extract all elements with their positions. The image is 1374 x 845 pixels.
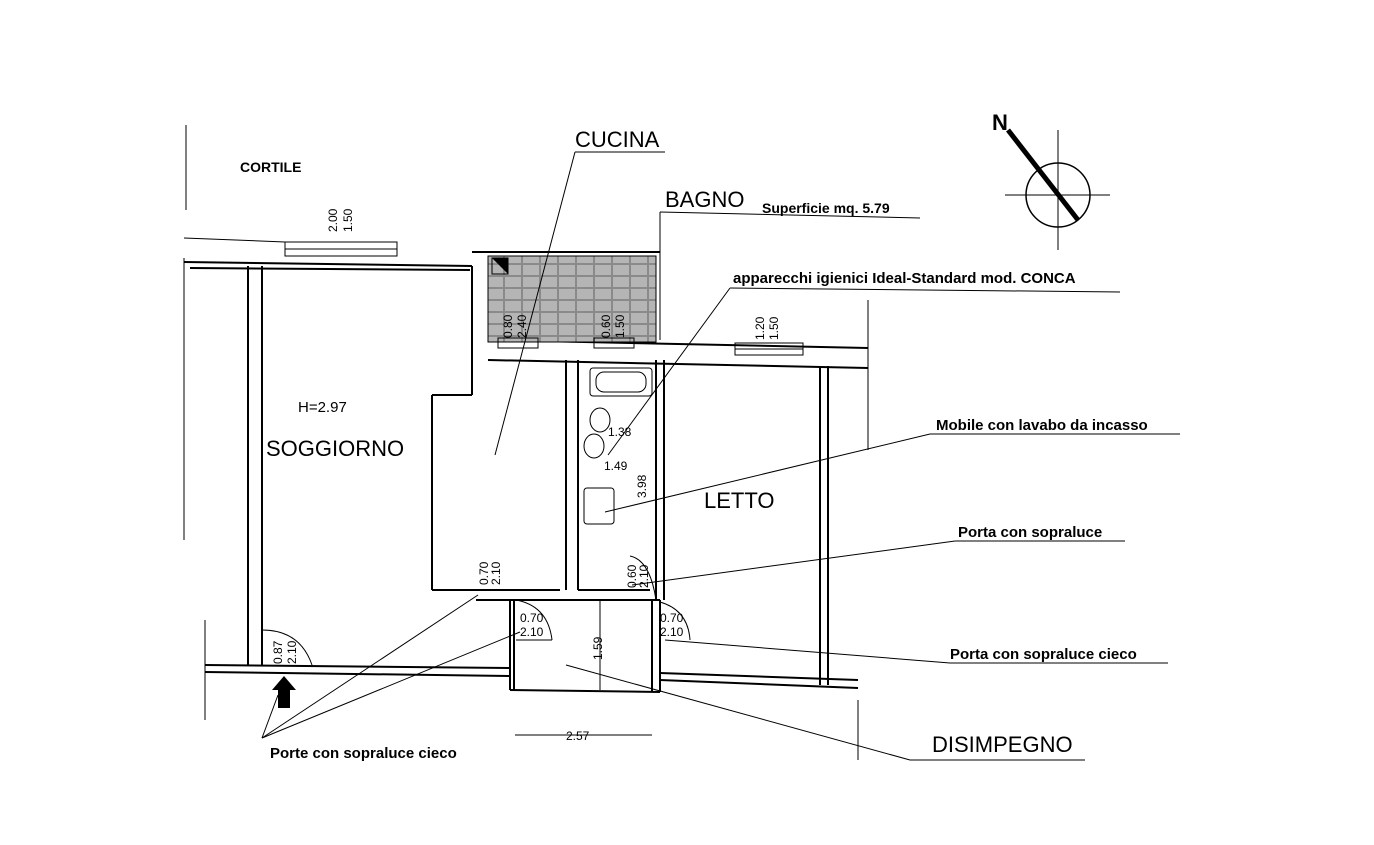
label-disimpegno: DISIMPEGNO bbox=[932, 732, 1073, 757]
dim-door1-b: 2.10 bbox=[489, 561, 503, 585]
dim-1-49: 1.49 bbox=[604, 459, 628, 473]
label-porta-sopraluce-cieco: Porta con sopraluce cieco bbox=[950, 646, 1137, 663]
dim-entry-a: 0.87 bbox=[271, 640, 285, 664]
label-mobile: Mobile con lavabo da incasso bbox=[936, 417, 1148, 434]
dim-window3-b: 1.50 bbox=[613, 314, 627, 338]
dim-window4-b: 1.50 bbox=[767, 316, 781, 340]
label-letto: LETTO bbox=[704, 488, 775, 513]
label-bagno-superficie: Superficie mq. 5.79 bbox=[762, 200, 890, 216]
label-bagno: BAGNO bbox=[665, 187, 744, 212]
boundary-lines bbox=[183, 125, 869, 760]
dim-window1-b: 1.50 bbox=[341, 208, 355, 232]
dim-door2-a: 0.70 bbox=[520, 611, 544, 625]
chimney-icon bbox=[492, 258, 508, 274]
label-cortile: CORTILE bbox=[240, 159, 301, 175]
label-apparecchi: apparecchi igienici Ideal-Standard mod. … bbox=[733, 270, 1076, 287]
bathroom-fixtures bbox=[583, 367, 653, 525]
label-soggiorno: SOGGIORNO bbox=[266, 436, 404, 461]
dim-door3-b: 2.10 bbox=[637, 564, 651, 588]
dim-2-57: 2.57 bbox=[566, 729, 590, 743]
dim-door4-b: 2.10 bbox=[660, 625, 684, 639]
label-porta-sopraluce: Porta con sopraluce bbox=[958, 524, 1102, 541]
leader-lines bbox=[261, 151, 1180, 761]
dim-door1-a: 0.70 bbox=[477, 561, 491, 585]
dim-window1-a: 2.00 bbox=[326, 208, 340, 232]
dim-window3-a: 0.60 bbox=[599, 314, 613, 338]
dim-door4-a: 0.70 bbox=[660, 611, 684, 625]
dim-window4-a: 1.20 bbox=[753, 316, 767, 340]
label-cucina: CUCINA bbox=[575, 127, 660, 152]
windows bbox=[284, 241, 804, 356]
dim-1-38: 1.38 bbox=[608, 425, 632, 439]
dim-1-59: 1.59 bbox=[591, 636, 605, 660]
dim-window2-b: 2.40 bbox=[515, 314, 529, 338]
exterior-walls bbox=[183, 251, 869, 693]
dim-entry-b: 2.10 bbox=[285, 640, 299, 664]
dim-door3-a: 0.60 bbox=[625, 564, 639, 588]
dim-door2-b: 2.10 bbox=[520, 625, 544, 639]
north-label: N bbox=[992, 110, 1008, 135]
label-altezza: H=2.97 bbox=[298, 399, 347, 416]
label-porte-sopraluce-cieco: Porte con sopraluce cieco bbox=[270, 745, 457, 762]
door-swings bbox=[261, 555, 691, 666]
north-compass-icon bbox=[1005, 128, 1110, 250]
dim-3-98: 3.98 bbox=[635, 474, 649, 498]
tiled-area bbox=[487, 255, 657, 343]
dim-window2-a: 0.80 bbox=[501, 314, 515, 338]
entry-arrow-icon bbox=[272, 676, 296, 690]
